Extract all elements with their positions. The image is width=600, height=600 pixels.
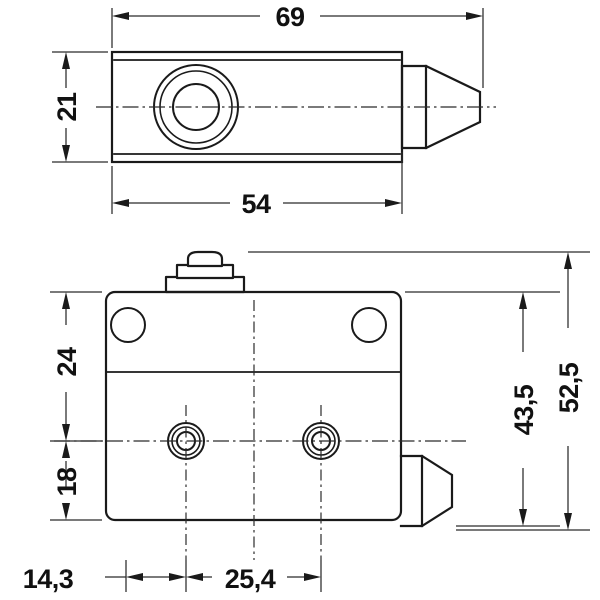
- dim-525-arrow-bottom: [564, 513, 572, 530]
- dim-525-label: 52,5: [554, 362, 584, 413]
- dim-435-arrow-top: [519, 292, 527, 309]
- dim-69-label: 69: [275, 2, 305, 32]
- dim-435-arrow-bottom: [519, 509, 527, 526]
- dim-435-label: 43,5: [509, 384, 539, 435]
- dim-21-label: 21: [52, 92, 82, 122]
- dim-254-arrow-right: [304, 573, 321, 581]
- dim-54-label: 54: [241, 189, 271, 219]
- dim-21-arrow-top: [62, 52, 70, 69]
- dim-54-arrow-left: [112, 199, 129, 207]
- dim-21-arrow-bottom: [62, 145, 70, 162]
- top-view-group: 69 54 21: [52, 2, 496, 219]
- dim-254-arrow-left: [186, 573, 203, 581]
- dim-254-label: 25,4: [225, 564, 276, 594]
- top-view-bore-inner-circle: [172, 83, 220, 131]
- dim-143-label: 14,3: [23, 564, 74, 594]
- dim-54-arrow-right: [385, 199, 402, 207]
- dim-69-arrow-left: [112, 12, 129, 20]
- dim-18-arrow-top: [62, 441, 70, 458]
- side-view-plunger-cap: [186, 250, 224, 268]
- side-view-mounting-hole-left: [110, 307, 146, 343]
- dim-525-arrow-top: [564, 252, 572, 269]
- dim-24-label: 24: [52, 347, 82, 377]
- dim-24-arrow-top: [62, 292, 70, 309]
- side-view-plunger-base: [164, 275, 246, 294]
- dim-69-arrow-right: [466, 12, 483, 20]
- dim-254-arrow-inner-right: [169, 573, 186, 581]
- side-view-mounting-hole-right: [351, 307, 387, 343]
- dim-254-arrow-inner-left: [126, 573, 143, 581]
- dim-18-label: 18: [52, 467, 82, 497]
- side-view-nose-cone: [399, 454, 454, 528]
- side-view-group: 24 18 43,5 52,5 14: [23, 250, 590, 594]
- dim-18-arrow-bottom: [62, 503, 70, 520]
- dim-24-arrow-bottom: [62, 424, 70, 441]
